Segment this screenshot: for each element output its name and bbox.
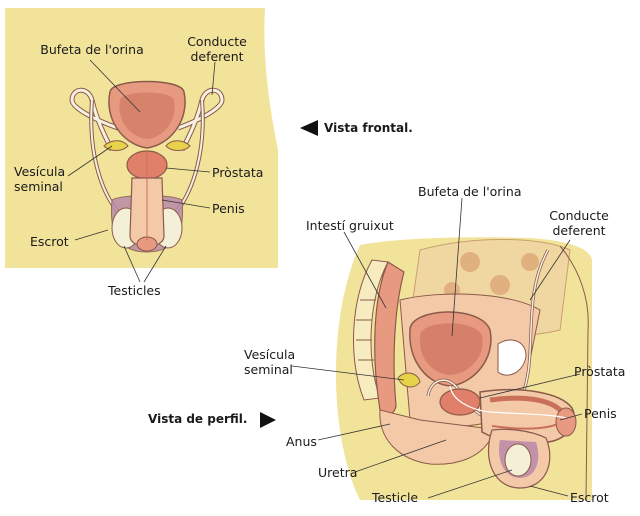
profile-label-testicle: Testicle (372, 490, 419, 505)
profile-label-large-intestine: Intestí gruixut (306, 218, 394, 233)
profile-label-scrotum: Escrot (570, 490, 609, 505)
frontal-label-testicles: Testicles (108, 283, 161, 298)
frontal-vas-deferens-left-inner (70, 88, 119, 151)
frontal-vas-deferens-right-inner (177, 88, 224, 151)
profile-caption: Vista de perfil. (148, 412, 248, 426)
frontal-caption: Vista frontal. (324, 121, 413, 135)
frontal-label-penis: Penis (212, 201, 245, 216)
profile-caption-arrow (260, 412, 276, 428)
frontal-label-vas-deferens: Conducte deferent (187, 34, 247, 64)
profile-label-vas-deferens: Conducte deferent (549, 208, 609, 238)
frontal-label-bladder: Bufeta de l'orina (40, 42, 144, 57)
frontal-label-prostate: Pròstata (212, 165, 264, 180)
frontal-label-scrotum: Escrot (30, 234, 69, 249)
profile-spine (353, 259, 389, 401)
frontal-caption-arrow (300, 120, 318, 136)
profile-label-anus: Anus (286, 434, 317, 449)
profile-label-bladder: Bufeta de l'orina (418, 184, 522, 199)
frontal-seminal-vesicle-right (165, 140, 191, 151)
frontal-seminal-vesicle-left (103, 140, 129, 151)
frontal-label-seminal-vesicle: Vesícula seminal (14, 164, 66, 194)
profile-label-seminal-vesicle: Vesícula seminal (244, 347, 296, 377)
profile-testicle (504, 443, 532, 477)
profile-label-prostate: Pròstata (574, 364, 626, 379)
profile-label-penis: Penis (584, 406, 617, 421)
profile-seminal-vesicle (397, 372, 421, 388)
profile-label-urethra: Uretra (318, 465, 358, 480)
